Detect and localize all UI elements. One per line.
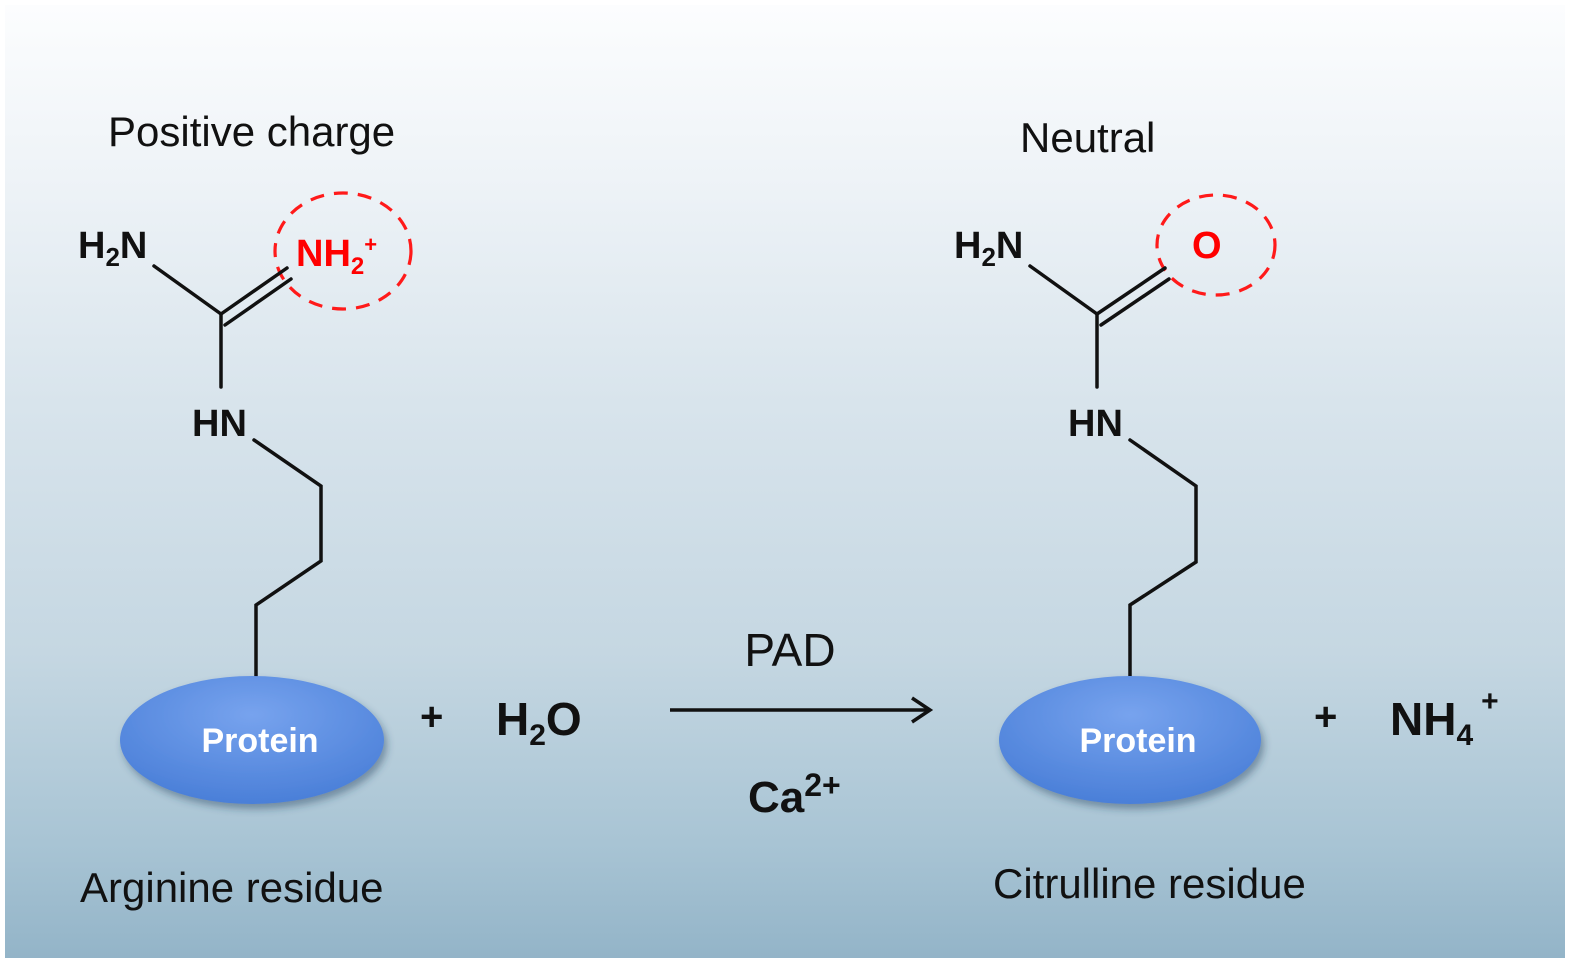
bond-double-right-2 bbox=[1099, 277, 1171, 327]
protein-blob-right bbox=[999, 676, 1261, 804]
highlight-ring-nh2 bbox=[273, 191, 413, 311]
bond-amine-carbon bbox=[152, 264, 223, 316]
citrulline-amine-group: H2N bbox=[954, 225, 1023, 272]
citrulline-highlighted-oxygen: O bbox=[1192, 225, 1222, 267]
plus-sign-1: + bbox=[420, 695, 443, 739]
bond-double-1 bbox=[219, 266, 289, 316]
arginine-hn: HN bbox=[192, 403, 247, 445]
water-formula: H2O bbox=[496, 693, 582, 752]
positive-charge-label: Positive charge bbox=[108, 108, 395, 155]
protein-label-left: Protein bbox=[201, 722, 318, 760]
plus-sign-2: + bbox=[1314, 695, 1337, 739]
arginine-caption: Arginine residue bbox=[80, 864, 384, 911]
ammonium-formula: NH4+ bbox=[1390, 685, 1499, 752]
arginine-highlighted-group: NH2+ bbox=[296, 232, 377, 280]
citrulline-caption: Citrulline residue bbox=[993, 860, 1306, 907]
citrulline-structure: Neutral H2N O HN Protein Citrulline resi… bbox=[954, 114, 1306, 907]
bond-double-right-1 bbox=[1095, 266, 1167, 316]
neutral-label: Neutral bbox=[1020, 114, 1155, 161]
bond-amine-carbon-right bbox=[1028, 264, 1099, 316]
side-chain-arginine bbox=[252, 438, 323, 686]
arginine-amine-group: H2N bbox=[78, 225, 147, 272]
cofactor-label: Ca2+ bbox=[748, 767, 841, 822]
bond-double-2 bbox=[223, 277, 293, 327]
side-chain-citrulline bbox=[1128, 438, 1198, 686]
arginine-structure: Positive charge H2N NH2+ HN Protein Argi… bbox=[78, 108, 413, 911]
arrowhead-icon bbox=[911, 696, 934, 724]
protein-label-right: Protein bbox=[1079, 722, 1196, 760]
reaction-arrow: PAD Ca2+ bbox=[670, 624, 934, 822]
enzyme-label: PAD bbox=[744, 624, 835, 676]
citrulline-hn: HN bbox=[1068, 403, 1123, 445]
protein-blob-left bbox=[120, 676, 384, 804]
highlight-ring-oxygen bbox=[1155, 193, 1277, 297]
